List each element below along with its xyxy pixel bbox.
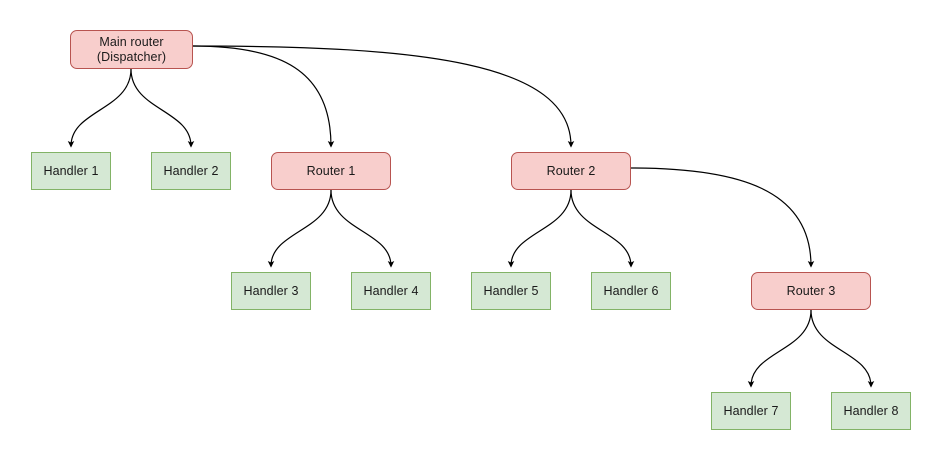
node-label-handler-7: Handler 7	[723, 403, 779, 418]
node-handler-5[interactable]: Handler 5	[471, 272, 551, 310]
node-label-handler-5: Handler 5	[483, 283, 539, 298]
node-handler-4[interactable]: Handler 4	[351, 272, 431, 310]
node-handler-6[interactable]: Handler 6	[591, 272, 671, 310]
edge-group	[67, 45, 875, 388]
node-label-main-router: Main router (Dispatcher)	[96, 34, 167, 64]
node-label-handler-2: Handler 2	[163, 163, 219, 178]
edge-router-1-to-handler-3[interactable]	[267, 189, 332, 268]
edge-main-to-handler-2[interactable]	[130, 68, 195, 148]
edge-main-to-router-1[interactable]	[192, 45, 335, 148]
node-handler-3[interactable]: Handler 3	[231, 272, 311, 310]
node-label-router-1: Router 1	[306, 163, 356, 178]
node-label-handler-1: Handler 1	[43, 163, 99, 178]
node-handler-8[interactable]: Handler 8	[831, 392, 911, 430]
node-label-router-2: Router 2	[546, 163, 596, 178]
edge-main-to-router-2[interactable]	[192, 45, 575, 148]
node-router-3[interactable]: Router 3	[751, 272, 871, 310]
edge-router-1-to-handler-4[interactable]	[330, 189, 395, 268]
edge-main-to-handler-1[interactable]	[67, 68, 132, 148]
node-label-router-3: Router 3	[786, 283, 836, 298]
node-handler-1[interactable]: Handler 1	[31, 152, 111, 190]
node-label-handler-3: Handler 3	[243, 283, 299, 298]
edge-router-3-to-handler-7[interactable]	[747, 309, 812, 388]
node-label-handler-8: Handler 8	[843, 403, 899, 418]
edge-router-2-to-handler-5[interactable]	[507, 189, 572, 268]
node-handler-2[interactable]: Handler 2	[151, 152, 231, 190]
node-router-1[interactable]: Router 1	[271, 152, 391, 190]
node-router-2[interactable]: Router 2	[511, 152, 631, 190]
edge-router-2-to-router-3[interactable]	[630, 167, 815, 268]
edge-router-2-to-handler-6[interactable]	[570, 189, 635, 268]
node-label-handler-4: Handler 4	[363, 283, 419, 298]
node-main-router[interactable]: Main router (Dispatcher)	[70, 30, 193, 69]
node-handler-7[interactable]: Handler 7	[711, 392, 791, 430]
edge-router-3-to-handler-8[interactable]	[810, 309, 875, 388]
node-label-handler-6: Handler 6	[603, 283, 659, 298]
